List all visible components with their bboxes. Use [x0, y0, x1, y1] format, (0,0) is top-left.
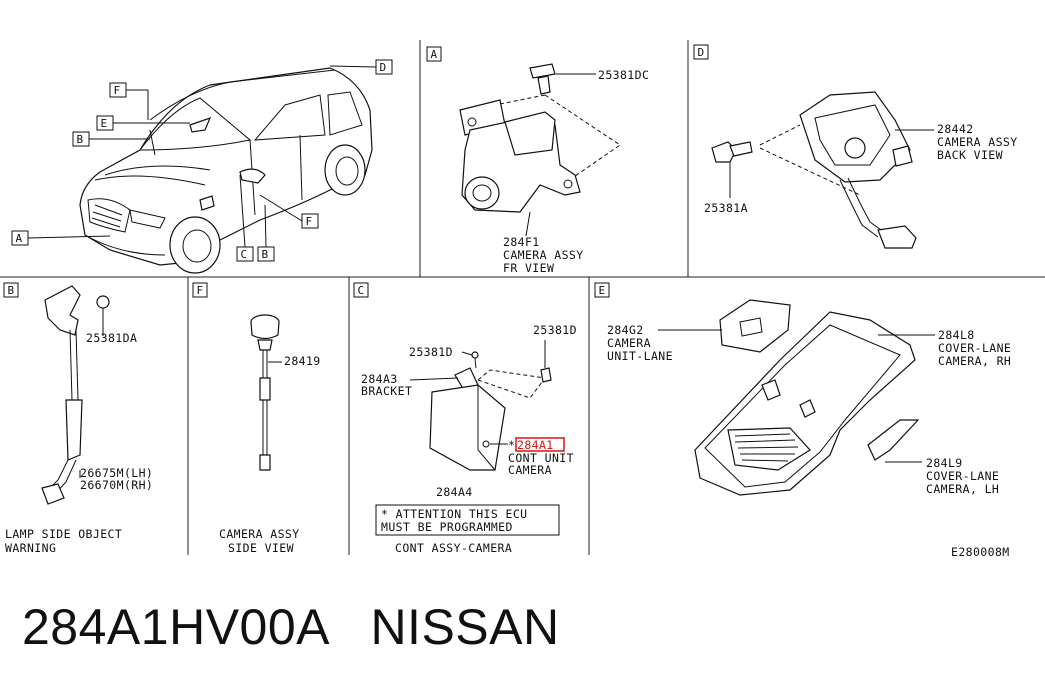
part-label-26675M[interactable]: 26675M(LH) [80, 466, 153, 480]
leader-284A3 [409, 377, 459, 381]
part-desc-284L9-line1: COVER-LANE [926, 469, 999, 483]
part-label-25381A[interactable]: 25381A [704, 201, 748, 215]
part-label-284F1[interactable]: 284F1 [503, 235, 540, 249]
part-label-28442[interactable]: 28442 [937, 122, 974, 136]
panel-c-caption: CONT ASSY-CAMERA [395, 541, 512, 555]
callout-c[interactable]: C [236, 174, 254, 262]
panel-c: C 25381D 25381D 284A3 BRACKET * 284A1 CO… [353, 282, 577, 555]
part-label-284G2[interactable]: 284G2 [607, 323, 644, 337]
part-label-25381D-left[interactable]: 25381D [409, 345, 453, 359]
part-label-284A3[interactable]: 284A3 [361, 372, 398, 386]
part-label-284L9[interactable]: 284L9 [926, 456, 963, 470]
panel-b: B 25381DA 26675M(LH) 26670M(RH) LAMP SID… [3, 282, 153, 555]
svg-text:A: A [16, 232, 23, 245]
vehicle-illustration [79, 67, 373, 274]
part-desc-284G2-line1: CAMERA [607, 336, 651, 350]
panel-f-caption-line1: CAMERA ASSY [219, 527, 300, 541]
part-desc-284A3: BRACKET [361, 384, 412, 398]
part-number: 284A1HV00A [22, 599, 328, 655]
panel-a-letter: A [431, 48, 438, 61]
panel-e-letter: E [599, 284, 606, 297]
panel-b-caption-line1: LAMP SIDE OBJECT [5, 527, 122, 541]
callout-b[interactable]: B [72, 131, 150, 147]
panel-e-letter-box [594, 282, 610, 298]
part-desc-284L9-line2: CAMERA, LH [926, 482, 999, 496]
panel-f-letter: F [197, 284, 204, 297]
panel-b-letter-box [3, 282, 19, 298]
panel-d-letter-box [693, 44, 709, 60]
svg-text:C: C [241, 248, 248, 261]
panel-b-letter: B [8, 284, 15, 297]
ecu-notice-box [375, 504, 560, 536]
leader-25381D-left [461, 351, 473, 356]
part-desc-284L8-line2: CAMERA, RH [938, 354, 1011, 368]
part-label-284L8[interactable]: 284L8 [938, 328, 975, 342]
part-desc-28442-line2: BACK VIEW [937, 148, 1003, 162]
svg-text:F: F [306, 215, 313, 228]
side-warning-lamp-drawing [41, 285, 110, 505]
callout-a[interactable]: A [11, 230, 111, 246]
svg-text:E: E [101, 117, 108, 130]
panel-c-letter-box [353, 282, 369, 298]
panel-f: F 28419 CAMERA ASSY SIDE VIEW [192, 282, 321, 555]
callout-b-2[interactable]: B [257, 204, 275, 262]
asterisk-mark: * [508, 438, 515, 452]
svg-text:B: B [262, 248, 269, 261]
callout-e[interactable]: E [96, 115, 190, 131]
part-desc-284L8-line1: COVER-LANE [938, 341, 1011, 355]
part-desc-28442-line1: CAMERA ASSY [937, 135, 1018, 149]
part-label-284A1[interactable]: 284A1 [517, 438, 554, 452]
svg-text:B: B [77, 133, 84, 146]
leader-284F1 [525, 211, 531, 237]
panel-b-caption-line2: WARNING [5, 541, 56, 555]
parts-diagram: D F E B A C B [0, 40, 1045, 559]
front-camera-drawing [459, 63, 621, 213]
panel-grid [0, 40, 1045, 555]
panel-a: A 25381DC 284F1 CAMERA ASSY FR VIEW [426, 46, 649, 275]
panel-d: D 28442 CAMERA ASSY BACK VIEW 25381A [693, 44, 1018, 249]
part-label-25381D-right[interactable]: 25381D [533, 323, 577, 337]
part-label-26670M[interactable]: 26670M(RH) [80, 478, 153, 492]
svg-text:F: F [114, 84, 121, 97]
part-label-25381DC[interactable]: 25381DC [598, 68, 649, 82]
panel-f-caption-line2: SIDE VIEW [228, 541, 294, 555]
diagram-code: E280008M [951, 545, 1010, 559]
rear-camera-drawing [711, 91, 917, 249]
side-camera-drawing [250, 314, 280, 471]
brand-name: NISSAN [370, 599, 560, 655]
lane-camera-drawing [694, 299, 920, 496]
callout-f[interactable]: F [109, 82, 149, 120]
panel-a-letter-box [426, 46, 442, 62]
panel-c-letter: C [358, 284, 365, 297]
part-label-28419[interactable]: 28419 [284, 354, 321, 368]
part-label-284A4[interactable]: 284A4 [436, 485, 473, 499]
ecu-notice-line1: * ATTENTION THIS ECU [381, 507, 527, 521]
part-label-25381DA[interactable]: 25381DA [86, 331, 137, 345]
svg-text:D: D [380, 61, 387, 74]
vehicle-overview: D F E B A C B [11, 59, 393, 274]
callout-d[interactable]: D [329, 59, 393, 75]
part-number-caption: 284A1HV00A NISSAN [22, 598, 560, 656]
panel-f-letter-box [192, 282, 208, 298]
callout-f-2[interactable]: F [259, 194, 319, 229]
part-desc-284G2-line2: UNIT-LANE [607, 349, 673, 363]
camera-control-unit-drawing [429, 351, 552, 471]
part-desc-284F1-line2: FR VIEW [503, 261, 554, 275]
panel-e: E 284G2 CAMERA UNIT-LANE 284L8 COVER-LAN… [594, 282, 1011, 496]
panel-d-letter: D [698, 46, 705, 59]
part-desc-284A1-line1: CONT UNIT [508, 451, 574, 465]
part-desc-284A1-line2: CAMERA [508, 463, 552, 477]
highlight-box-284A1 [515, 437, 565, 452]
part-desc-284F1-line1: CAMERA ASSY [503, 248, 584, 262]
ecu-notice-line2: MUST BE PROGRAMMED [381, 520, 513, 534]
